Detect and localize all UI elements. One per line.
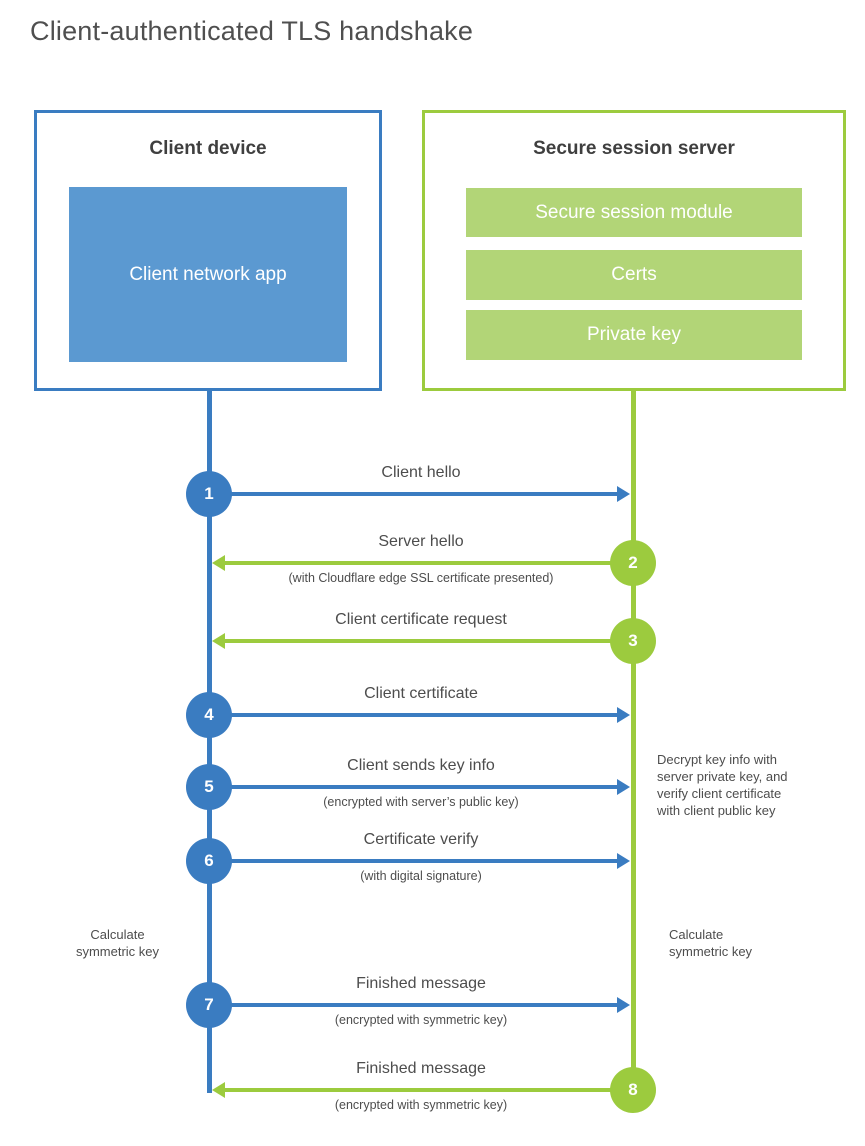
step-3-marker: 3 bbox=[610, 618, 656, 664]
step-7-marker: 7 bbox=[186, 982, 232, 1028]
step-2-sublabel: (with Cloudflare edge SSL certificate pr… bbox=[288, 571, 554, 585]
step-2-marker: 2 bbox=[610, 540, 656, 586]
secure-session-server-box: Secure session server Secure session mod… bbox=[422, 110, 846, 391]
step-7-label: Finished message bbox=[356, 975, 486, 992]
step-5-marker: 5 bbox=[186, 764, 232, 810]
calculate-symmetric-key-note-server: Calculate symmetric key bbox=[669, 927, 753, 959]
client-device-box: Client device Client network app bbox=[34, 110, 382, 391]
page-title: Client-authenticated TLS handshake bbox=[30, 16, 474, 46]
server-module-private-key: Private key bbox=[466, 310, 802, 360]
step-8-sublabel: (encrypted with symmetric key) bbox=[334, 1098, 508, 1112]
step-8-marker: 8 bbox=[610, 1067, 656, 1113]
step-1-label: Client hello bbox=[381, 464, 461, 481]
step-3-arrow-left-icon bbox=[212, 633, 612, 649]
step-5-sublabel: (encrypted with server’s public key) bbox=[323, 795, 519, 809]
step-7-arrow-right-icon bbox=[231, 997, 630, 1013]
step-4-arrow-right-icon bbox=[231, 707, 630, 723]
client-lifeline bbox=[207, 391, 212, 1093]
step-6-marker: 6 bbox=[186, 838, 232, 884]
server-lifeline bbox=[631, 391, 636, 1090]
step-6-sublabel: (with digital signature) bbox=[360, 869, 482, 883]
server-module-certs: Certs bbox=[466, 250, 802, 300]
client-network-app-label: Client network app bbox=[129, 263, 287, 285]
client-network-app-box: Client network app bbox=[69, 187, 347, 362]
step-7-sublabel: (encrypted with symmetric key) bbox=[334, 1013, 508, 1027]
step-4-label: Client certificate bbox=[364, 685, 478, 702]
step-8-label: Finished message bbox=[356, 1060, 486, 1077]
calculate-symmetric-key-note-client: Calculate symmetric key bbox=[75, 927, 160, 959]
step-4-marker: 4 bbox=[186, 692, 232, 738]
decrypt-note: Decrypt key info with server private key… bbox=[657, 752, 788, 818]
step-6-arrow-right-icon bbox=[231, 853, 630, 869]
step-2-arrow-left-icon bbox=[212, 555, 612, 571]
step-5-arrow-right-icon bbox=[231, 779, 630, 795]
server-module-secure-session-module: Secure session module bbox=[466, 188, 802, 237]
step-1-marker: 1 bbox=[186, 471, 232, 517]
step-5-label: Client sends key info bbox=[347, 757, 495, 774]
step-2-label: Server hello bbox=[378, 533, 464, 550]
step-3-label: Client certificate request bbox=[335, 611, 507, 628]
step-6-label: Certificate verify bbox=[363, 831, 479, 848]
step-8-arrow-left-icon bbox=[212, 1082, 612, 1098]
client-device-title: Client device bbox=[149, 138, 267, 159]
secure-session-server-title: Secure session server bbox=[533, 138, 735, 159]
step-1-arrow-right-icon bbox=[231, 486, 630, 502]
